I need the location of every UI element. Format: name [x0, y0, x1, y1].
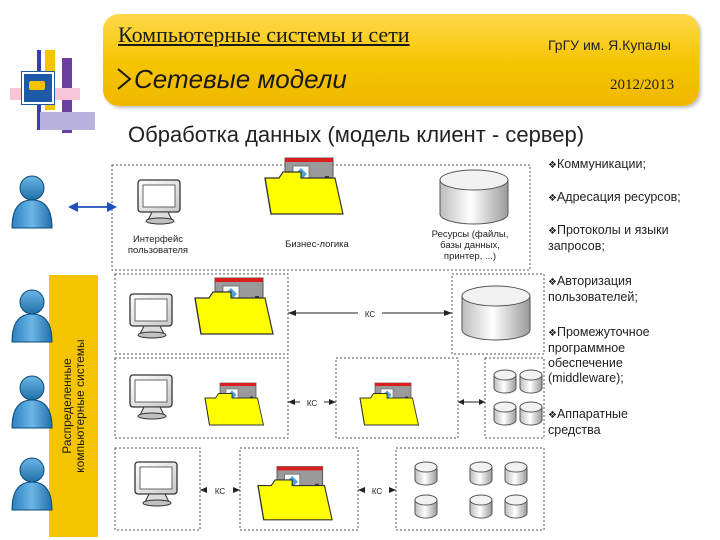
list-item: ❖Аппаратные средства	[548, 407, 658, 438]
user-icon	[12, 290, 52, 342]
diamond-bullet-icon: ❖	[548, 410, 557, 421]
list-item: ❖Авторизация пользователей;	[548, 274, 668, 305]
user-icon	[12, 458, 52, 510]
folder-icon	[258, 467, 332, 520]
ks-label: КС	[365, 310, 376, 319]
resources-label-1: Ресурсы (файлы,	[432, 229, 509, 240]
database-icon	[462, 286, 530, 340]
database-icon	[415, 495, 437, 518]
database-icon	[520, 402, 542, 425]
database-icon	[494, 402, 516, 425]
ks-label: КС	[307, 399, 318, 408]
ks-label: КС	[372, 487, 383, 496]
database-icon	[494, 370, 516, 393]
business-logic-label: Бизнес-логика	[285, 239, 349, 250]
interface-label-2: пользователя	[128, 245, 188, 256]
database-icon	[505, 495, 527, 518]
database-icon	[505, 462, 527, 485]
folder-icon	[195, 278, 273, 334]
monitor-icon	[138, 180, 180, 224]
interface-label-1: Интерфейс	[133, 234, 183, 245]
list-item: ❖Протоколы и языки запросов;	[548, 223, 698, 254]
monitor-icon	[130, 375, 172, 419]
folder-icon	[360, 383, 419, 425]
resources-label-3: принтер, ...)	[444, 251, 496, 262]
database-icon	[470, 495, 492, 518]
database-icon	[440, 170, 508, 224]
diamond-bullet-icon: ❖	[548, 277, 557, 288]
ks-label: КС	[215, 487, 226, 496]
database-icon	[415, 462, 437, 485]
user-icon	[12, 376, 52, 428]
folder-icon	[265, 158, 343, 214]
user-icon	[12, 176, 52, 228]
folder-icon	[205, 383, 264, 425]
list-item: ❖Промежуточное программное обеспечение (…	[548, 325, 673, 386]
diamond-bullet-icon: ❖	[548, 226, 557, 237]
diamond-bullet-icon: ❖	[548, 328, 557, 339]
monitor-icon	[130, 294, 172, 338]
resources-label-2: базы данных,	[440, 240, 500, 251]
monitor-icon	[135, 462, 177, 506]
database-icon	[470, 462, 492, 485]
database-icon	[520, 370, 542, 393]
list-item: ❖Коммуникации;	[548, 157, 716, 173]
list-item: ❖Адресация ресурсов;	[548, 190, 716, 206]
diamond-bullet-icon: ❖	[548, 160, 557, 171]
diamond-bullet-icon: ❖	[548, 193, 557, 204]
